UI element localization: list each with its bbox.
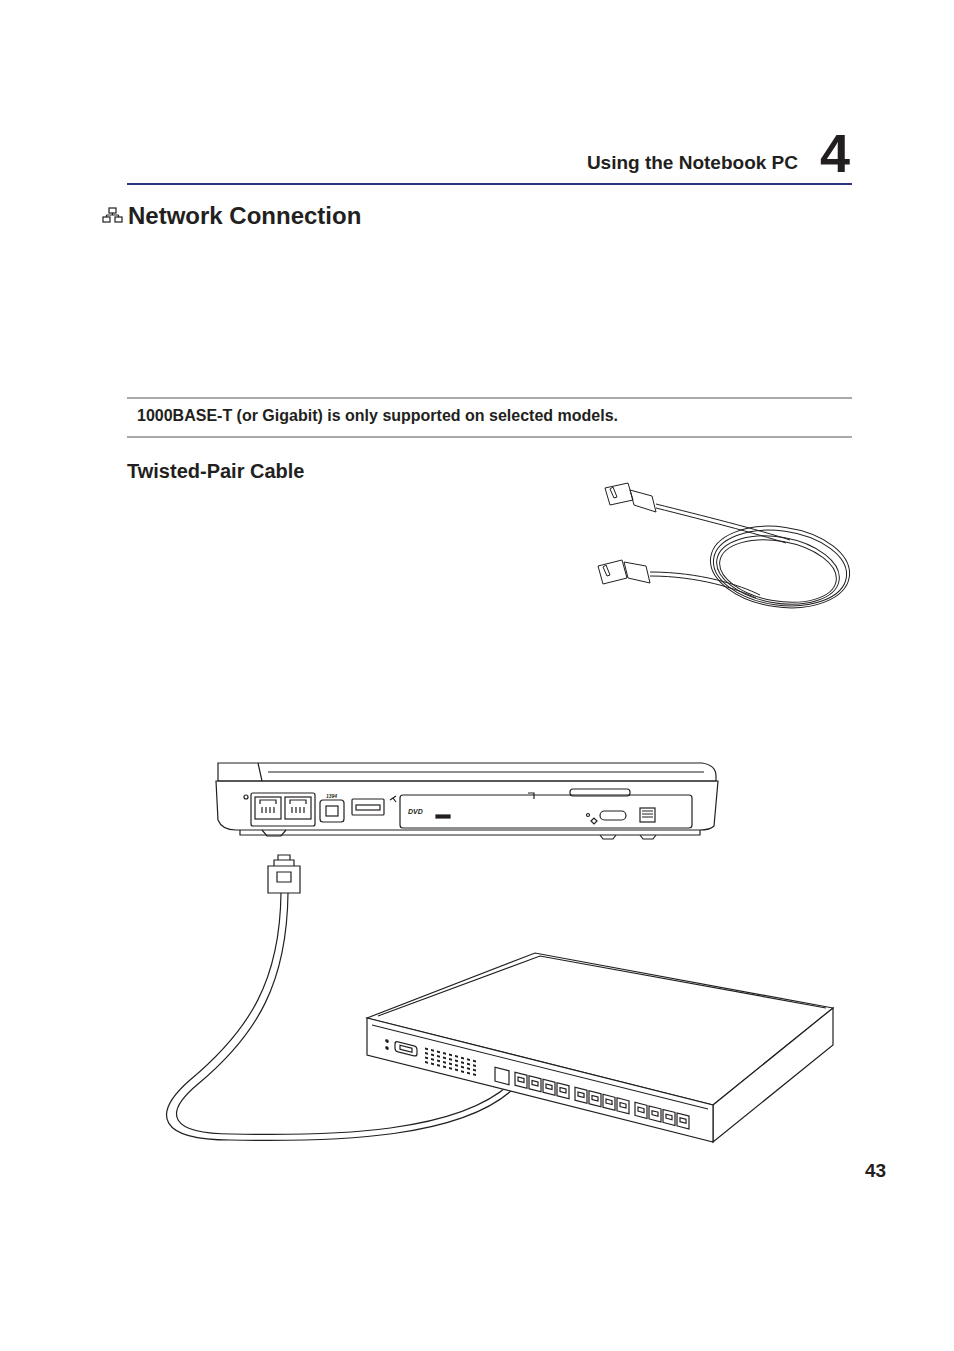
vent-slot	[455, 1064, 458, 1067]
lan-port-contact	[680, 1118, 686, 1124]
lan-port-contact	[578, 1092, 584, 1098]
drive-logo: DVD	[408, 808, 423, 815]
note-text: 1000BASE-T (or Gigabit) is only supporte…	[137, 408, 618, 424]
vent-slot	[461, 1066, 464, 1069]
cable-coil	[598, 483, 855, 616]
vent-slot	[467, 1067, 470, 1070]
lan-port-contact	[592, 1096, 598, 1102]
lan-port	[557, 1083, 569, 1099]
vent-slot	[461, 1057, 464, 1060]
lan-port-contact	[546, 1084, 552, 1090]
network-hub	[367, 953, 833, 1142]
network-icon	[103, 208, 122, 222]
lan-port-contact	[606, 1099, 612, 1105]
vent-slot	[443, 1052, 446, 1055]
lan-port	[663, 1109, 675, 1125]
vent-slot	[425, 1061, 428, 1064]
vent-slot	[473, 1069, 476, 1072]
lan-port-contact	[638, 1107, 644, 1113]
vent-slot	[437, 1060, 440, 1063]
notebook-pc	[216, 763, 718, 839]
lan-port	[529, 1076, 541, 1092]
vent-slot	[455, 1060, 458, 1063]
vent-slot	[431, 1058, 434, 1061]
lan-port-contact	[560, 1088, 566, 1094]
vent-slot	[449, 1058, 452, 1061]
vent-slot	[473, 1060, 476, 1063]
vent-slot	[455, 1069, 458, 1072]
vent-slot	[431, 1054, 434, 1057]
vent-slot	[461, 1070, 464, 1073]
lan-port	[589, 1091, 601, 1107]
vent-slot	[425, 1052, 428, 1055]
vent-slot	[455, 1055, 458, 1058]
lan-port-contact	[652, 1111, 658, 1117]
vent-slot	[473, 1073, 476, 1076]
vent-slot	[431, 1049, 434, 1052]
lan-port	[603, 1094, 615, 1110]
vent-slot	[425, 1057, 428, 1060]
vent-slot	[443, 1061, 446, 1064]
lan-port	[649, 1106, 661, 1122]
page-heading: Network Connection	[128, 204, 361, 228]
chapter-title: Using the Notebook PC	[587, 153, 798, 172]
vent-slot	[449, 1054, 452, 1057]
vent-slot	[443, 1057, 446, 1060]
vent-slot	[467, 1058, 470, 1061]
port-label: 1394	[326, 794, 337, 799]
vent-slot	[437, 1051, 440, 1054]
vent-slot	[443, 1066, 446, 1069]
lan-port	[617, 1098, 629, 1114]
lan-port	[575, 1087, 587, 1103]
note-rule	[127, 437, 852, 438]
lan-port-contact	[532, 1080, 538, 1086]
vent-slot	[467, 1063, 470, 1066]
vent-slot	[449, 1067, 452, 1070]
note-rule	[127, 398, 852, 399]
lan-port-contact	[666, 1114, 672, 1120]
vent-slot	[437, 1064, 440, 1067]
section-heading: Twisted-Pair Cable	[127, 461, 304, 481]
lan-port-contact	[620, 1103, 626, 1109]
lan-port	[677, 1113, 689, 1129]
vent-slot	[473, 1064, 476, 1067]
vent-slot	[431, 1063, 434, 1066]
header-rule	[127, 183, 852, 185]
page-number: 43	[865, 1161, 886, 1180]
vent-slot	[467, 1072, 470, 1075]
vent-slot	[461, 1061, 464, 1064]
lan-port-contact	[518, 1077, 524, 1083]
vent-slot	[437, 1055, 440, 1058]
lan-port	[635, 1102, 647, 1118]
vent-slot	[425, 1048, 428, 1051]
chapter-number: 4	[820, 126, 850, 180]
lan-port	[543, 1079, 555, 1095]
lan-port	[515, 1072, 527, 1088]
vent-slot	[449, 1063, 452, 1066]
